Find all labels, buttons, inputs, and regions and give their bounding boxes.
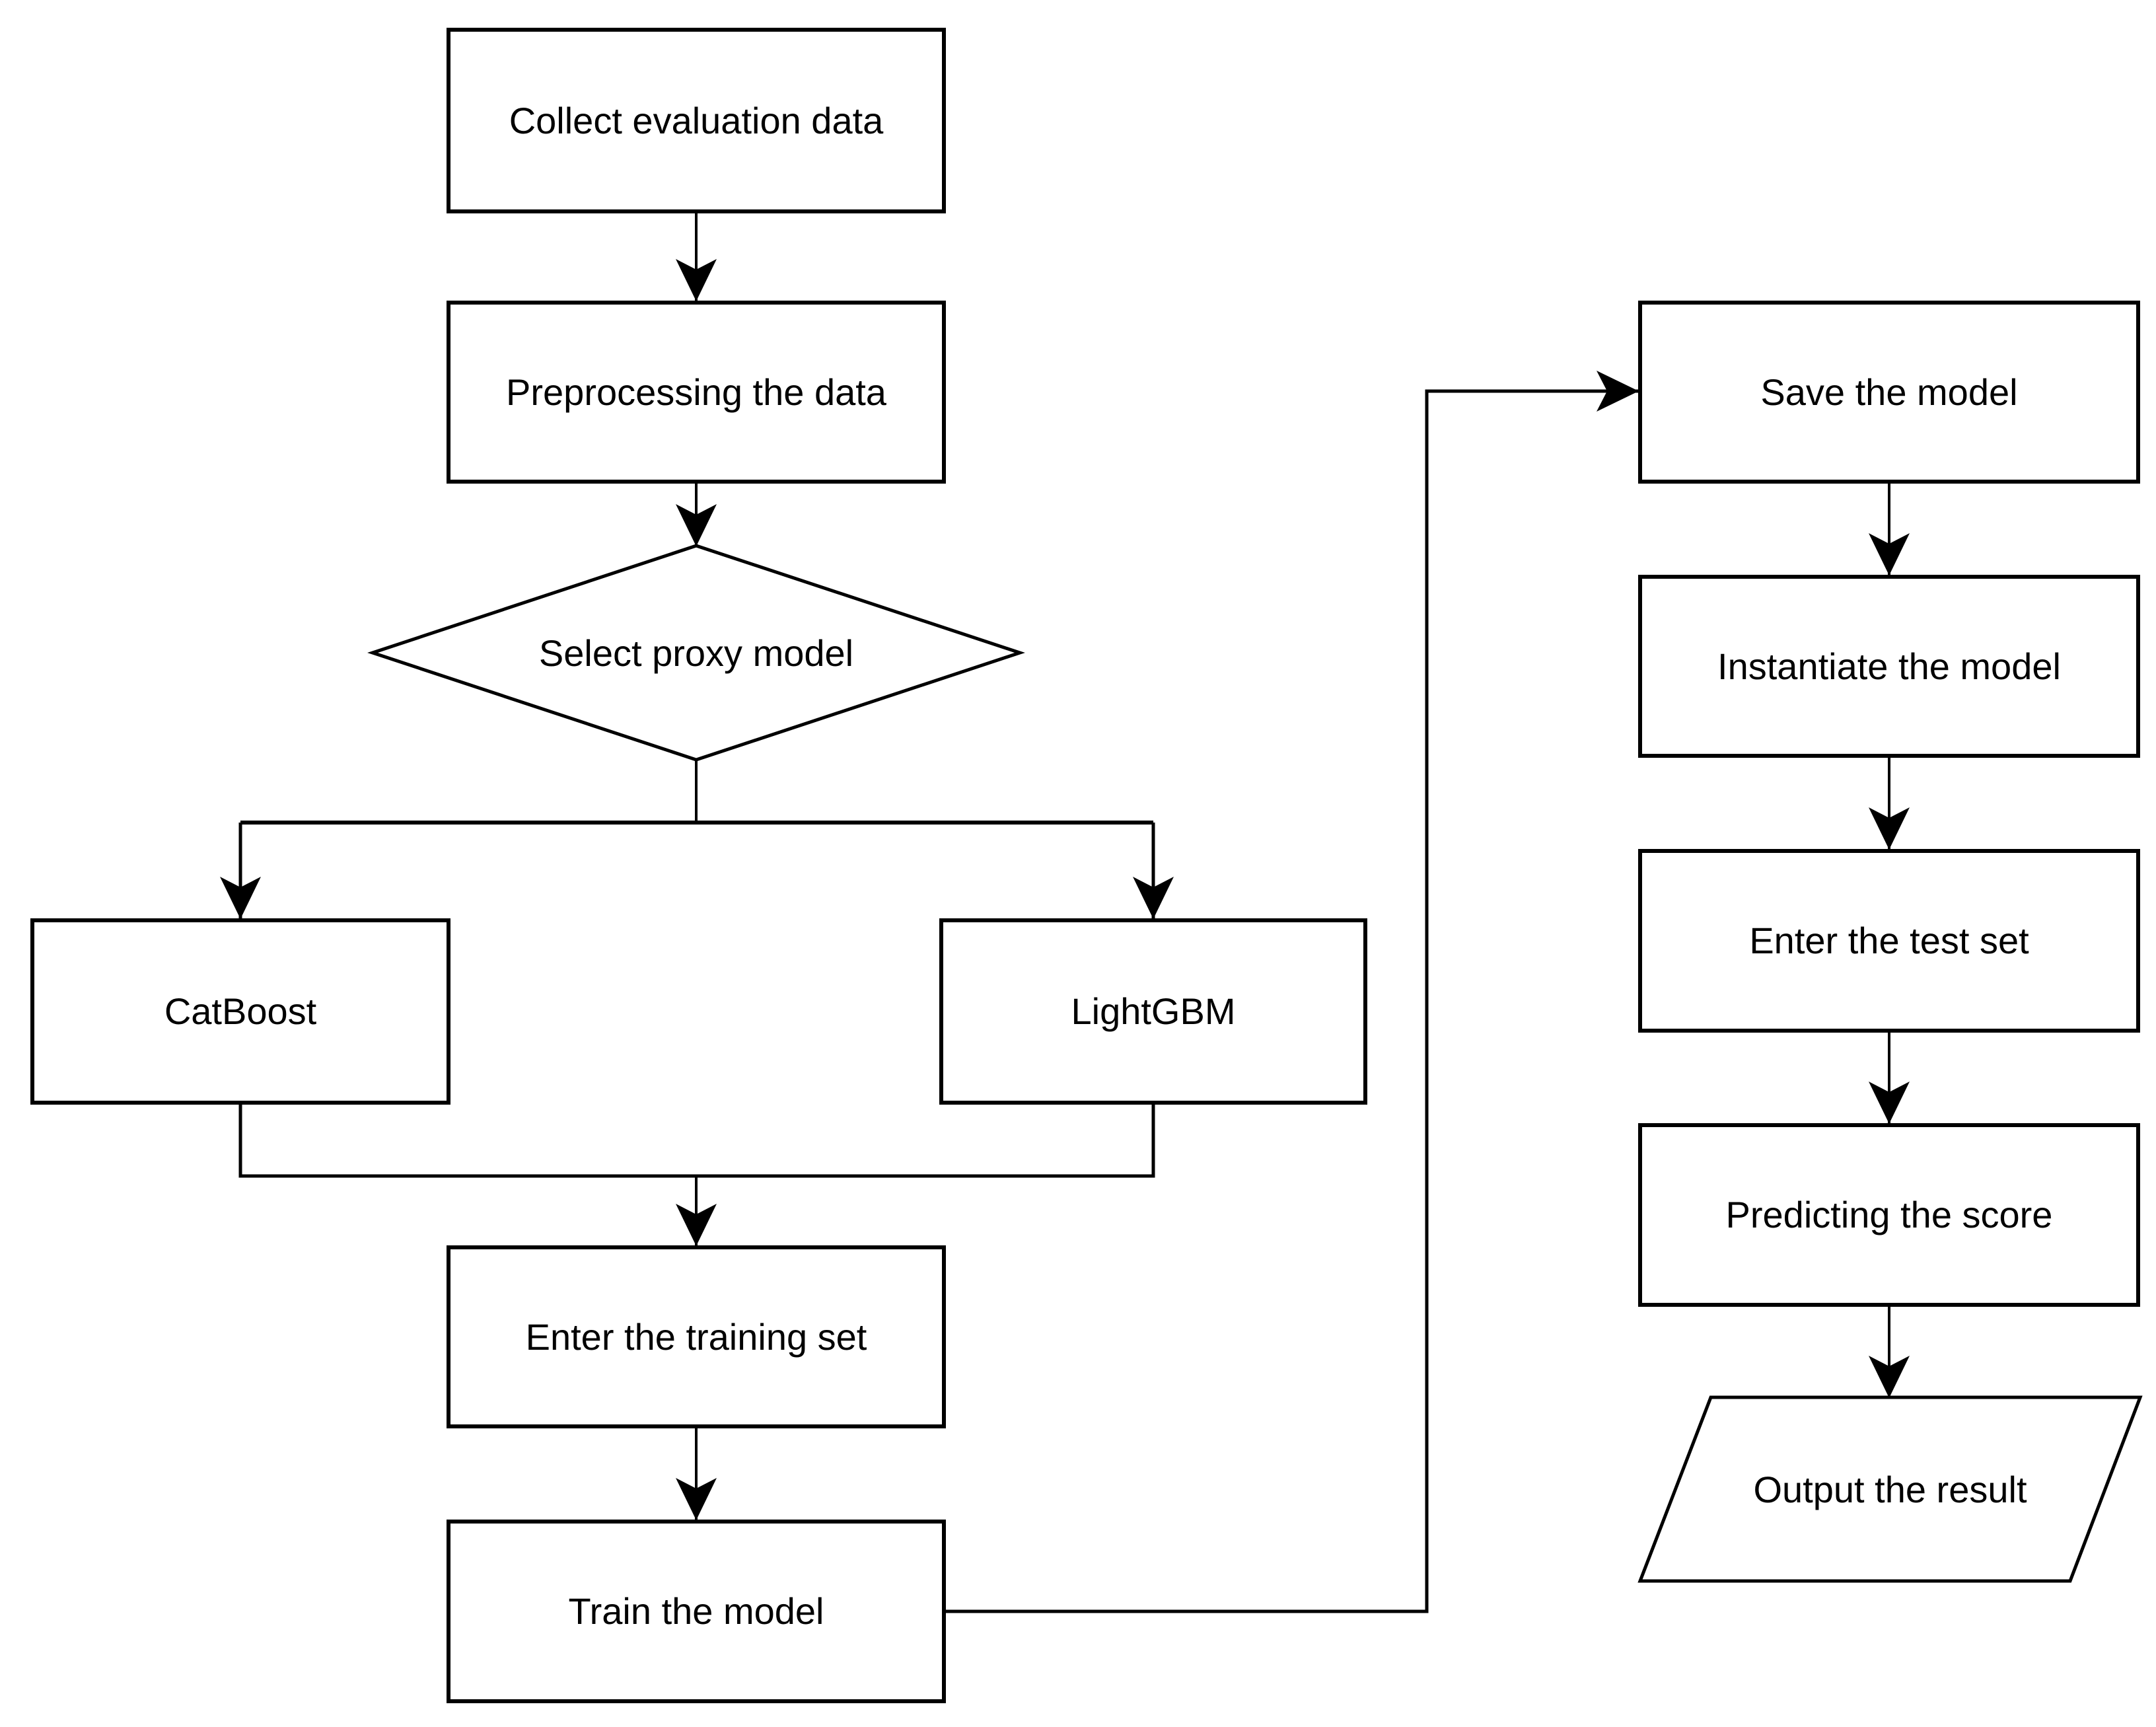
node-label: Train the model	[568, 1590, 824, 1633]
edge-train-save	[946, 371, 1639, 1613]
node-label: Save the model	[1760, 371, 2018, 413]
node-label: Select proxy model	[538, 632, 854, 674]
node-catboost: CatBoost	[30, 918, 450, 1105]
node-label: Preprocessing the data	[506, 371, 886, 413]
node-label: Instantiate the model	[1717, 645, 2061, 687]
node-save-the-model: Save the model	[1638, 301, 2140, 484]
node-label: LightGBM	[1071, 990, 1236, 1033]
node-instantiate-the-model: Instantiate the model	[1638, 575, 2140, 758]
node-label: CatBoost	[164, 990, 317, 1033]
node-train-the-model: Train the model	[447, 1520, 946, 1703]
diamond-select-proxy-model	[367, 544, 1025, 762]
node-enter-the-test-set: Enter the test set	[1638, 849, 2140, 1033]
node-collect-evaluation-data: Collect evaluation data	[447, 28, 946, 213]
node-output-the-result: Output the result	[1640, 1397, 2140, 1581]
parallelogram-output-result	[1637, 1395, 2143, 1583]
edge-merge-bar	[238, 1105, 1155, 1178]
node-label: Predicting the score	[1725, 1194, 2053, 1236]
node-enter-the-training-set: Enter the training set	[447, 1245, 946, 1428]
node-label: Collect evaluation data	[509, 99, 884, 141]
node-label: Enter the training set	[525, 1315, 867, 1358]
node-select-proxy-model: Select proxy model	[373, 546, 1020, 760]
node-preprocessing-the-data: Preprocessing the data	[447, 301, 946, 484]
node-label: Enter the test set	[1749, 920, 2029, 962]
node-label: Output the result	[1753, 1468, 2027, 1510]
node-predicting-the-score: Predicting the score	[1638, 1123, 2140, 1307]
node-lightgbm: LightGBM	[939, 918, 1367, 1105]
